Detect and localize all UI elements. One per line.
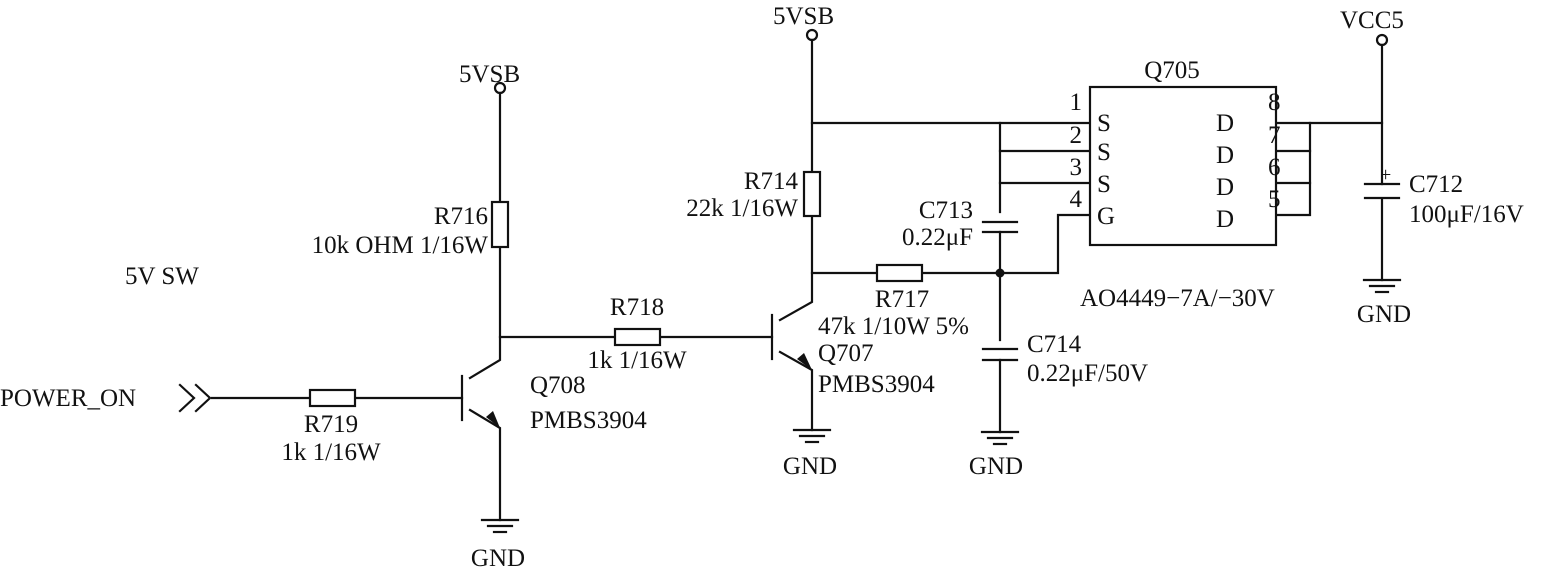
svg-text:C712: C712 <box>1409 171 1463 198</box>
svg-text:0.22μF/50V: 0.22μF/50V <box>1027 360 1148 387</box>
svg-text:GND: GND <box>471 545 525 570</box>
svg-text:GND: GND <box>1357 301 1411 328</box>
ground-symbol-c714: GND <box>969 430 1023 480</box>
svg-text:3: 3 <box>1070 154 1083 181</box>
capacitor-c713: C713 0.22μF <box>902 197 1019 251</box>
ground-symbol-c712: GND <box>1357 278 1411 328</box>
svg-text:PMBS3904: PMBS3904 <box>530 407 647 434</box>
svg-text:6: 6 <box>1268 154 1281 181</box>
capacitor-c714: C714 0.22μF/50V <box>981 331 1148 387</box>
svg-text:POWER_ON: POWER_ON <box>0 385 136 412</box>
svg-text:+: + <box>1380 164 1391 186</box>
svg-text:Q708: Q708 <box>530 372 586 399</box>
svg-text:R717: R717 <box>875 286 929 313</box>
svg-text:5VSB: 5VSB <box>459 61 520 88</box>
svg-text:G: G <box>1097 203 1115 230</box>
svg-text:R718: R718 <box>610 294 664 321</box>
svg-text:0.22μF: 0.22μF <box>902 224 973 251</box>
svg-text:R719: R719 <box>304 411 358 438</box>
resistor-r718: R718 1k 1/16W <box>587 294 687 374</box>
svg-text:1k 1/16W: 1k 1/16W <box>587 347 687 374</box>
svg-text:47k 1/10W 5%: 47k 1/10W 5% <box>818 313 969 340</box>
svg-text:10k OHM 1/16W: 10k OHM 1/16W <box>312 232 489 259</box>
svg-text:1k 1/16W: 1k 1/16W <box>281 439 381 466</box>
power-terminal-vcc5: VCC5 <box>1340 7 1404 47</box>
capacitor-c712: + C712 100μF/16V <box>1363 164 1524 228</box>
resistor-r716: R716 10k OHM 1/16W <box>312 200 510 259</box>
transistor-q707: Q707 PMBS3904 <box>770 313 935 398</box>
svg-text:5: 5 <box>1268 186 1281 213</box>
power-terminal-vsb-left: 5VSB <box>459 61 520 95</box>
ground-symbol-q708: GND <box>471 518 525 570</box>
svg-text:VCC5: VCC5 <box>1340 7 1404 34</box>
mosfet-q705: Q705 AO4449−7A/−30V 1 2 3 4 S S S G D D … <box>1070 57 1281 312</box>
wires <box>210 38 1384 522</box>
power-on-input: POWER_ON <box>0 383 212 413</box>
svg-text:Q705: Q705 <box>1144 57 1200 84</box>
resistor-r714: R714 22k 1/16W <box>686 168 822 222</box>
svg-text:1: 1 <box>1070 89 1083 116</box>
section-label: 5V SW <box>125 263 199 290</box>
svg-text:C713: C713 <box>919 197 973 224</box>
svg-text:R716: R716 <box>434 203 488 230</box>
svg-text:D: D <box>1216 142 1234 169</box>
svg-text:100μF/16V: 100μF/16V <box>1409 201 1524 228</box>
svg-text:D: D <box>1216 110 1234 137</box>
svg-text:D: D <box>1216 206 1234 233</box>
svg-text:S: S <box>1097 171 1111 198</box>
svg-text:2: 2 <box>1070 122 1083 149</box>
junction-dot <box>995 268 1005 278</box>
svg-text:Q707: Q707 <box>818 340 874 367</box>
transistor-q708: Q708 PMBS3904 <box>460 372 647 434</box>
svg-text:C714: C714 <box>1027 331 1082 358</box>
svg-text:D: D <box>1216 174 1234 201</box>
svg-text:4: 4 <box>1070 186 1083 213</box>
svg-text:S: S <box>1097 110 1111 137</box>
svg-text:S: S <box>1097 139 1111 166</box>
svg-text:5VSB: 5VSB <box>773 3 834 30</box>
svg-text:AO4449−7A/−30V: AO4449−7A/−30V <box>1080 285 1275 312</box>
svg-text:GND: GND <box>969 453 1023 480</box>
svg-text:7: 7 <box>1268 122 1281 149</box>
resistor-r717: R717 47k 1/10W 5% <box>818 263 969 340</box>
svg-text:8: 8 <box>1268 89 1281 116</box>
svg-text:GND: GND <box>783 453 837 480</box>
svg-text:PMBS3904: PMBS3904 <box>818 371 935 398</box>
ground-symbol-q707: GND <box>783 428 837 480</box>
resistor-r719: R719 1k 1/16W <box>281 388 381 466</box>
power-terminal-vsb-mid: 5VSB <box>773 3 834 42</box>
svg-text:22k 1/16W: 22k 1/16W <box>686 195 798 222</box>
svg-text:R714: R714 <box>744 168 799 195</box>
